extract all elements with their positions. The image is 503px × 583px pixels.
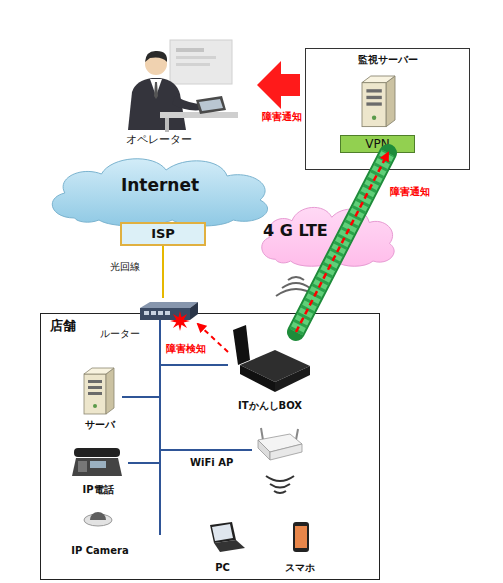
monitor-box-node: ITかんしBOX <box>228 332 312 412</box>
ip-camera-node: IP Camera <box>68 505 132 557</box>
hair <box>145 51 167 62</box>
operator-illustration <box>128 40 238 132</box>
node-label: ISP <box>122 226 204 242</box>
edge-label: 障害通知 <box>390 186 430 198</box>
vpn-box: VPN <box>340 135 415 153</box>
panel-line <box>176 56 216 59</box>
wave <box>288 277 304 280</box>
tablet-screen <box>199 99 223 111</box>
node-label: IP電話 <box>68 484 128 496</box>
node-label: ITかんしBOX <box>228 400 312 412</box>
shirt <box>150 79 162 96</box>
node-label: 店舗 <box>50 318 76 334</box>
connector <box>163 246 164 298</box>
cloud-outline <box>262 207 394 266</box>
router-top <box>140 302 198 308</box>
server-node: サーバ <box>78 365 122 431</box>
wall-panel <box>170 40 232 84</box>
panel-line <box>176 48 204 52</box>
isp-box: ISP <box>120 222 206 246</box>
node-label: PC <box>200 562 245 574</box>
edge-label: 障害通知 <box>262 111 302 123</box>
smartphone-node: スマホ <box>278 518 322 574</box>
arm <box>172 96 202 110</box>
edge-label: 光回線 <box>110 261 140 273</box>
head <box>145 53 167 75</box>
pc-node: PC <box>200 520 245 574</box>
node-label: 4 G LTE <box>263 221 328 240</box>
node-label: WiFi AP <box>190 457 233 469</box>
wave <box>276 289 316 296</box>
node-label: 監視サーバー <box>306 54 469 66</box>
block-arrow <box>257 61 300 109</box>
store-box: 店舗ルーター ITかんしBOX サーバ IP電話 WiFi AP IP CameraPC ス… <box>40 313 380 580</box>
suit <box>128 78 186 130</box>
wifi-ap-node: WiFi AP <box>252 428 304 468</box>
tie <box>154 82 158 99</box>
internet-cloud: Internet <box>38 148 282 228</box>
ip-phone-node: IP電話 <box>68 442 128 496</box>
desk <box>160 112 238 118</box>
node-label: オペレーター <box>126 133 192 146</box>
node-label: Internet <box>38 175 282 195</box>
node-label: サーバ <box>78 419 122 431</box>
tablet <box>196 96 226 114</box>
panel-line <box>176 63 210 66</box>
desk-leg <box>165 118 169 132</box>
node-label: スマホ <box>278 562 322 574</box>
monitor-server-box: 監視サーバー VPN <box>305 48 470 170</box>
node-label: VPN <box>341 136 414 152</box>
node-label: IP Camera <box>68 545 132 557</box>
operator-figure: オペレーター <box>118 36 235 148</box>
lte-cloud: 4 G LTE <box>253 198 403 268</box>
router-node: ルーター <box>98 298 198 342</box>
wave <box>282 283 310 288</box>
fiber-line <box>162 246 164 298</box>
node-label: ルーター <box>100 328 140 340</box>
connector <box>257 61 300 109</box>
lte-waves <box>276 277 316 296</box>
